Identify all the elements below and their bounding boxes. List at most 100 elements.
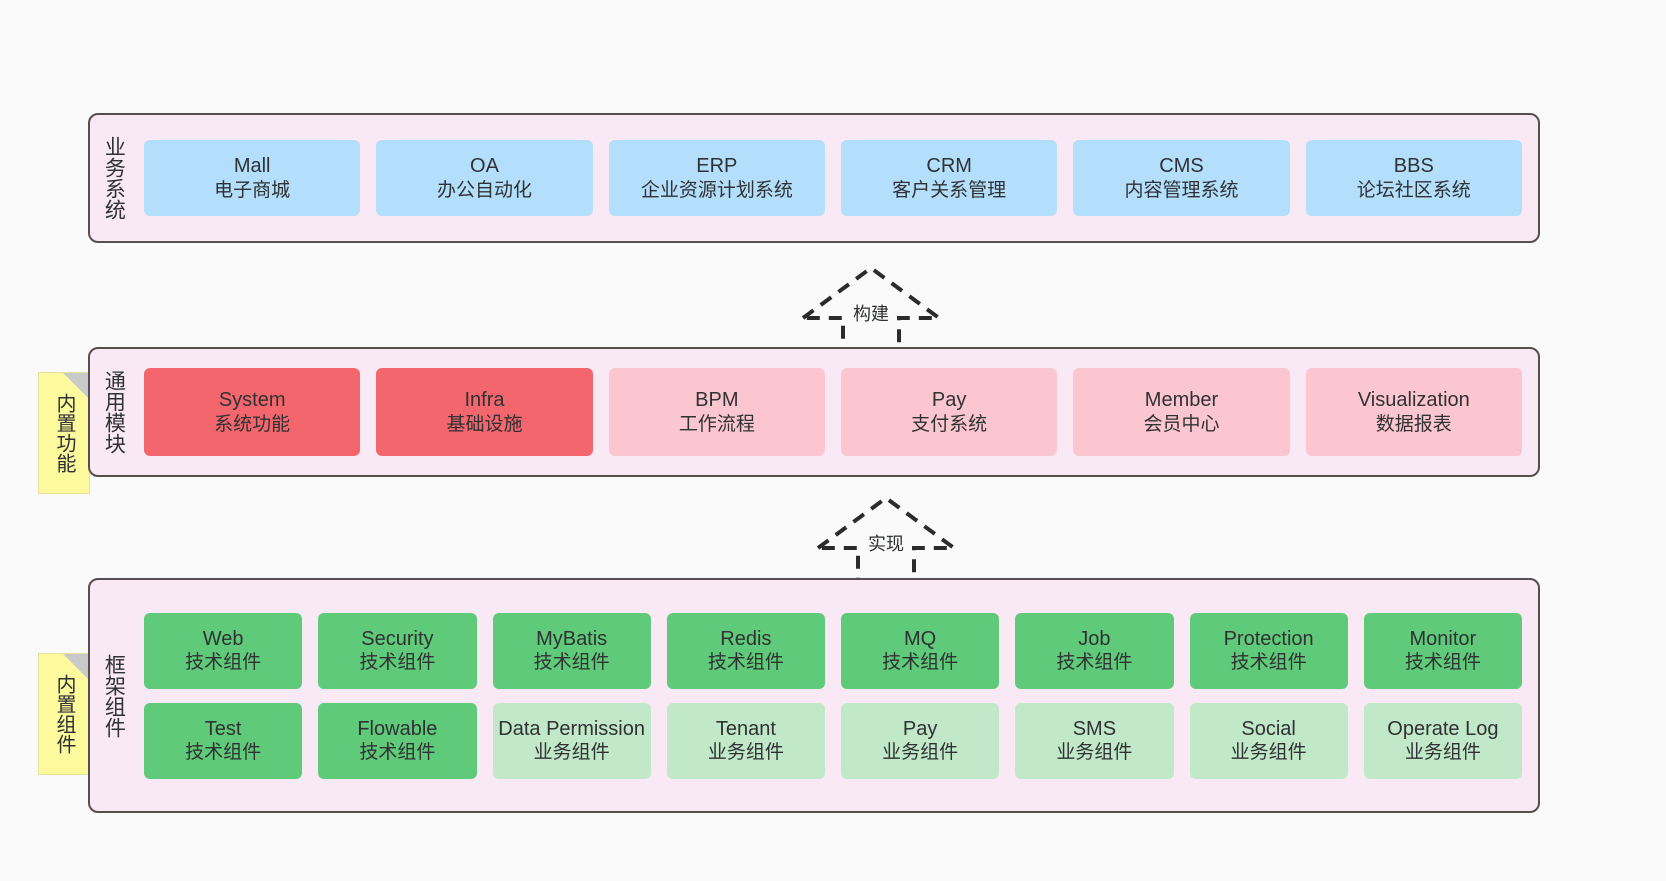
node-bbs[interactable]: BBS 论坛社区系统 (1305, 140, 1522, 216)
node-title: BBS (1393, 155, 1434, 178)
node-title: Web (202, 627, 244, 650)
node-title: Protection (1223, 627, 1314, 650)
node-title: Visualization (1357, 389, 1470, 412)
node-desc: 技术组件 (882, 652, 959, 674)
layer-body-business-system: Mall 电子商城 OA 办公自动化 ERP 企业资源计划系统 CRM 客户关系… (136, 115, 1538, 241)
sticky-fold-corner (63, 373, 89, 399)
node-desc: 办公自动化 (436, 179, 532, 201)
sticky-note-builtin-component: 内置组件 (38, 653, 90, 775)
node-desc: 支付系统 (911, 413, 988, 435)
node-mall[interactable]: Mall 电子商城 (144, 140, 361, 216)
layer-framework-component: 框架组件 Web 技术组件 Security 技术组件 MyBatis 技术组件… (88, 578, 1540, 813)
node-desc: 业务组件 (707, 742, 784, 764)
node-title: CMS (1159, 155, 1204, 178)
node-title: Tenant (715, 717, 776, 740)
node-desc: 技术组件 (533, 652, 610, 674)
node-sms[interactable]: SMS 业务组件 (1015, 702, 1174, 779)
framework-row-tech: Web 技术组件 Security 技术组件 MyBatis 技术组件 Redi… (144, 612, 1522, 689)
node-title: SMS (1072, 717, 1117, 740)
node-title: Security (361, 627, 434, 650)
arrow-implement-label: 实现 (868, 534, 904, 554)
node-member[interactable]: Member 会员中心 (1073, 368, 1290, 456)
node-data-permission[interactable]: Data Permission 业务组件 (492, 702, 651, 779)
node-redis[interactable]: Redis 技术组件 (666, 612, 825, 689)
node-infra[interactable]: Infra 基础设施 (376, 368, 593, 456)
node-tenant[interactable]: Tenant 业务组件 (666, 702, 825, 779)
node-social[interactable]: Social 业务组件 (1189, 702, 1348, 779)
node-security[interactable]: Security 技术组件 (318, 612, 477, 689)
node-desc: 业务组件 (533, 742, 610, 764)
layer-body-common-module: System 系统功能 Infra 基础设施 BPM 工作流程 Pay 支付系统… (136, 349, 1538, 475)
layer-title-common-module: 通用模块 (102, 370, 126, 454)
node-title: Test (204, 717, 242, 740)
node-crm[interactable]: CRM 客户关系管理 (840, 140, 1058, 216)
layer-body-framework-component: Web 技术组件 Security 技术组件 MyBatis 技术组件 Redi… (136, 580, 1538, 811)
node-title: CRM (926, 155, 972, 178)
node-title: Member (1144, 389, 1219, 412)
node-operate-log[interactable]: Operate Log 业务组件 (1363, 702, 1522, 779)
sticky-note-label: 内置功能 (53, 393, 75, 473)
node-desc: 业务组件 (882, 742, 959, 764)
node-pay[interactable]: Pay 支付系统 (840, 368, 1058, 456)
node-desc: 技术组件 (185, 652, 262, 674)
arrow-build-label: 构建 (853, 304, 889, 324)
node-job[interactable]: Job 技术组件 (1015, 612, 1174, 689)
node-title: BPM (695, 389, 739, 412)
node-title: Data Permission (498, 717, 645, 740)
node-pay-business[interactable]: Pay 业务组件 (841, 702, 1000, 779)
node-desc: 企业资源计划系统 (640, 179, 793, 201)
node-cms[interactable]: CMS 内容管理系统 (1073, 140, 1290, 216)
node-desc: 数据报表 (1375, 413, 1452, 435)
node-title: Job (1078, 627, 1111, 650)
arrow-build: 构建 (795, 262, 947, 355)
arrow-implement: 实现 (810, 492, 962, 585)
node-desc: 客户关系管理 (892, 179, 1007, 201)
node-desc: 系统功能 (214, 413, 291, 435)
node-visualization[interactable]: Visualization 数据报表 (1305, 368, 1522, 456)
node-mq[interactable]: MQ 技术组件 (841, 612, 1000, 689)
node-title: Social (1241, 717, 1296, 740)
node-title: Monitor (1409, 627, 1477, 650)
node-title: MyBatis (536, 627, 608, 650)
node-desc: 技术组件 (707, 652, 784, 674)
node-title: Flowable (357, 717, 438, 740)
node-title: MQ (904, 627, 937, 650)
node-desc: 技术组件 (1404, 652, 1481, 674)
node-title: Redis (720, 627, 772, 650)
node-desc: 电子商城 (214, 179, 291, 201)
node-monitor[interactable]: Monitor 技术组件 (1363, 612, 1522, 689)
layer-business-system: 业务系统 Mall 电子商城 OA 办公自动化 ERP 企业资源计划系统 CRM… (88, 113, 1540, 243)
node-title: Pay (931, 389, 967, 412)
node-mybatis[interactable]: MyBatis 技术组件 (492, 612, 651, 689)
node-test[interactable]: Test 技术组件 (144, 702, 303, 779)
node-desc: 技术组件 (359, 652, 436, 674)
sticky-fold-corner (63, 654, 89, 680)
node-title: Pay (902, 717, 938, 740)
node-erp[interactable]: ERP 企业资源计划系统 (608, 140, 825, 216)
framework-row-business: Test 技术组件 Flowable 技术组件 Data Permission … (144, 702, 1522, 779)
node-desc: 技术组件 (359, 742, 436, 764)
layer-common-module: 通用模块 System 系统功能 Infra 基础设施 BPM 工作流程 Pay… (88, 347, 1540, 477)
layer-title-framework-component: 框架组件 (102, 653, 126, 738)
node-desc: 基础设施 (446, 413, 523, 435)
node-title: Mall (233, 155, 271, 178)
node-desc: 会员中心 (1143, 413, 1220, 435)
node-flowable[interactable]: Flowable 技术组件 (318, 702, 477, 779)
node-desc: 工作流程 (678, 413, 755, 435)
node-desc: 技术组件 (1230, 652, 1307, 674)
node-desc: 业务组件 (1230, 742, 1307, 764)
node-title: ERP (696, 155, 738, 178)
node-title: System (218, 389, 286, 412)
node-desc: 业务组件 (1404, 742, 1481, 764)
node-bpm[interactable]: BPM 工作流程 (608, 368, 825, 456)
node-title: OA (470, 155, 499, 178)
layer-title-business-system: 业务系统 (102, 136, 126, 220)
node-title: Operate Log (1387, 717, 1499, 740)
node-system[interactable]: System 系统功能 (144, 368, 361, 456)
sticky-note-label: 内置组件 (53, 674, 75, 754)
node-web[interactable]: Web 技术组件 (144, 612, 303, 689)
node-oa[interactable]: OA 办公自动化 (376, 140, 593, 216)
node-protection[interactable]: Protection 技术组件 (1189, 612, 1348, 689)
node-desc: 技术组件 (1056, 652, 1133, 674)
